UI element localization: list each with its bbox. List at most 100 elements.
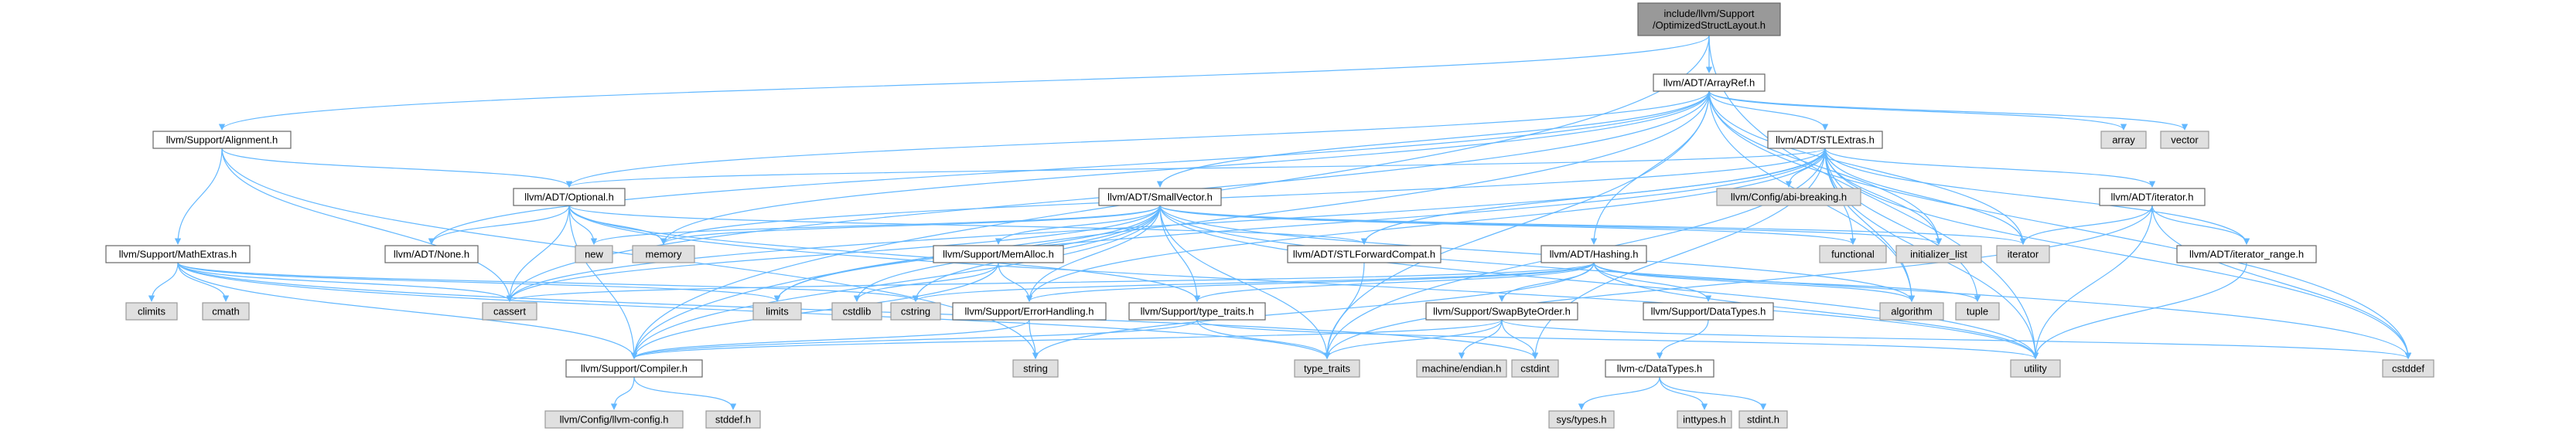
node-iterrange[interactable]: llvm/ADT/iterator_range.h — [2176, 245, 2317, 263]
edge-stlextras-to-optional — [566, 148, 1826, 188]
edge-errorhandling-to-compiler — [630, 319, 1030, 359]
node-box — [1416, 359, 1507, 378]
edge-typetraitsllvm-to-compiler — [630, 319, 1198, 359]
edge-mathextras-to-limits — [177, 262, 780, 302]
edge-arrayref-to-noneh — [428, 90, 1710, 245]
node-stlextras[interactable]: llvm/ADT/STLExtras.h — [1767, 131, 1883, 149]
edge-smallvector-to-compiler — [630, 205, 1161, 359]
edge-arrayref-to-stlextras — [1708, 90, 1829, 131]
edge-hashing-to-errorhandling — [1025, 262, 1595, 302]
edge-smallvector-to-algorithm — [1159, 205, 1916, 302]
node-label: llvm/Config/llvm-config.h — [560, 414, 669, 426]
edge-optional-to-cassert — [506, 205, 570, 302]
node-label: machine/endian.h — [1422, 363, 1502, 375]
node-box — [1677, 410, 1732, 429]
node-box — [513, 188, 626, 206]
node-box — [1012, 359, 1059, 378]
edge-hashing-to-string — [1032, 262, 1595, 359]
node-label: type_traits — [1304, 363, 1350, 375]
node-box — [1294, 359, 1360, 378]
node-swapbyteorder[interactable]: llvm/Support/SwapByteOrder.h — [1425, 302, 1578, 321]
node-memalloc[interactable]: llvm/Support/MemAlloc.h — [933, 245, 1064, 263]
edge-stlextras-to-iterator — [1824, 148, 2027, 245]
node-new: new — [575, 245, 613, 263]
edge-stlextras-to-algorithm — [1824, 148, 1916, 302]
edge-arrayref-to-hashing — [1590, 90, 1710, 245]
node-mathextras[interactable]: llvm/Support/MathExtras.h — [105, 245, 251, 263]
edge-optional-to-compiler — [568, 205, 638, 359]
node-label: cstdlib — [843, 306, 872, 317]
node-typetraitsllvm[interactable]: llvm/Support/type_traits.h — [1128, 302, 1266, 321]
node-noneh[interactable]: llvm/ADT/None.h — [384, 245, 479, 263]
edge-stlextras-to-abibreaking — [1785, 148, 1826, 188]
node-cstring: cstring — [890, 302, 941, 321]
node-label: llvm/Support/ErrorHandling.h — [965, 306, 1094, 317]
edge-stlextras-to-errorhandling — [1025, 148, 1826, 302]
edges-layer — [148, 35, 2412, 410]
node-compiler[interactable]: llvm/Support/Compiler.h — [565, 359, 703, 378]
node-box — [1895, 245, 1982, 263]
node-box — [831, 302, 882, 321]
edge-typetraitsllvm-to-typetraits — [1196, 319, 1331, 359]
edge-stlextras-to-iterrange — [1824, 148, 2250, 245]
node-box — [1716, 188, 1861, 206]
edge-smallvector-to-new — [590, 205, 1161, 245]
edge-hashing-to-cstring — [913, 262, 1595, 302]
node-datatypes[interactable]: llvm/Support/DataTypes.h — [1643, 302, 1774, 321]
node-label: llvm/Support/MemAlloc.h — [943, 249, 1054, 260]
node-box — [752, 302, 802, 321]
edge-mathextras-to-cstring — [177, 262, 919, 302]
edge-arrayref-to-vector — [1708, 90, 2189, 131]
edge-mathextras-to-compiler — [177, 262, 638, 359]
node-smallvector[interactable]: llvm/ADT/SmallVector.h — [1098, 188, 1222, 206]
edge-compiler-to-stddef — [633, 376, 737, 410]
node-box — [384, 245, 479, 263]
node-array: array — [2100, 131, 2147, 149]
edge-hashing-to-tuple — [1593, 262, 1981, 302]
node-label: string — [1023, 363, 1048, 375]
node-optional[interactable]: llvm/ADT/Optional.h — [513, 188, 626, 206]
edge-arrayref-to-smallvector — [1156, 90, 1710, 188]
edge-hashing-to-cassert — [507, 262, 1595, 302]
node-hashing[interactable]: llvm/ADT/Hashing.h — [1540, 245, 1647, 263]
node-errorhandling[interactable]: llvm/Support/ErrorHandling.h — [952, 302, 1107, 321]
node-box — [2160, 131, 2209, 149]
edge-hashing-to-datatypes — [1593, 262, 1712, 302]
node-iterator: iterator — [1996, 245, 2050, 263]
node-box — [202, 302, 250, 321]
node-label: array — [2112, 134, 2135, 146]
node-label: include/llvm/Support — [1663, 8, 1754, 19]
edge-smallvector-to-cassert — [506, 205, 1161, 302]
edge-iteratorh-to-utility — [2032, 205, 2153, 359]
node-box — [705, 410, 761, 429]
node-alignment[interactable]: llvm/Support/Alignment.h — [152, 131, 292, 149]
node-box — [1098, 188, 1222, 206]
node-label: stddef.h — [715, 414, 751, 426]
node-typetraits: type_traits — [1294, 359, 1360, 378]
edge-swapbyteorder-to-cstddef — [1501, 319, 2411, 359]
node-label: initializer_list — [1910, 249, 1967, 260]
node-cstdlib: cstdlib — [831, 302, 882, 321]
node-box — [152, 131, 292, 149]
node-root[interactable]: include/llvm/Support/OptimizedStructLayo… — [1637, 2, 1781, 36]
node-box — [1540, 245, 1647, 263]
node-label: llvm/Support/type_traits.h — [1141, 306, 1254, 317]
node-label: llvm/Support/Alignment.h — [166, 134, 278, 146]
edge-stlextras-to-limits — [773, 148, 1826, 302]
node-label: cassert — [493, 306, 526, 317]
edge-iteratorh-to-typetraits — [1323, 205, 2153, 359]
node-iteratorh[interactable]: llvm/ADT/iterator.h — [2099, 188, 2206, 206]
node-label: limits — [766, 306, 789, 317]
node-box — [2100, 131, 2147, 149]
node-box — [1767, 131, 1883, 149]
node-stlforward[interactable]: llvm/ADT/STLForwardCompat.h — [1287, 245, 1442, 263]
edge-optional-to-noneh — [428, 205, 570, 245]
node-label: cstddef — [2392, 363, 2424, 375]
node-arrayref[interactable]: llvm/ADT/ArrayRef.h — [1653, 73, 1766, 92]
node-cdatatypes[interactable]: llvm-c/DataTypes.h — [1605, 359, 1714, 378]
node-label: inttypes.h — [1683, 414, 1726, 426]
node-algorithm: algorithm — [1879, 302, 1944, 321]
edge-stlextras-to-iteratorh — [1824, 148, 2156, 188]
edge-root-to-alignment — [219, 35, 1710, 131]
